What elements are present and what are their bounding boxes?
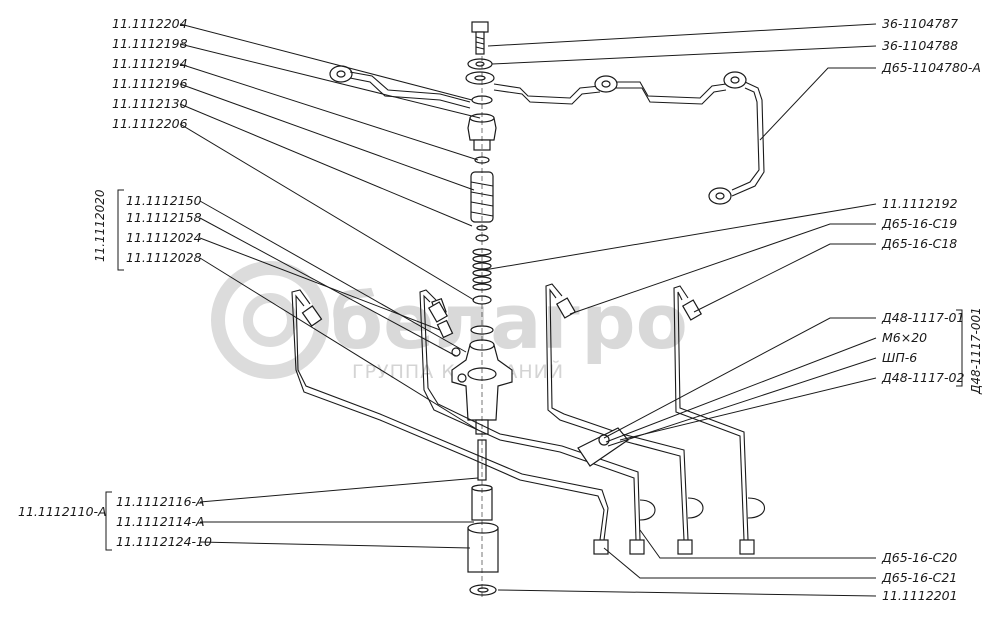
lower-fuel-pipes <box>291 283 766 555</box>
label-d48-1117-01: Д48-1117-01 <box>881 310 964 325</box>
label-11-1112024: 11.1112024 <box>126 230 202 245</box>
top-fuel-pipe <box>329 65 765 205</box>
label-11-1112201: 11.1112201 <box>882 588 958 603</box>
label-d65-16-c21: Д65-16-С21 <box>881 570 957 585</box>
group-bracket <box>117 189 124 271</box>
labels-right-mid: 11.1112192 Д65-16-С19 Д65-16-С18 <box>881 196 958 251</box>
pipe-nut <box>593 539 609 555</box>
tappet <box>467 527 499 573</box>
label-11-1112206: 11.1112206 <box>112 116 188 131</box>
bolt-head <box>471 21 489 33</box>
group-name: 11.1112020 <box>93 189 107 262</box>
label-d48-1117-02: Д48-1117-02 <box>881 370 964 385</box>
label-11-1112130: 11.1112130 <box>112 96 188 111</box>
label-d65-16-c18: Д65-16-С18 <box>881 236 957 251</box>
leader-lines <box>179 23 877 597</box>
group-1112110: 11.1112110-А 11.1112116-А 11.1112114-А 1… <box>18 491 212 551</box>
label-11-1112196: 11.1112196 <box>112 76 188 91</box>
label-11-1112150: 11.1112150 <box>126 193 202 208</box>
group-1112020: 11.1112020 11.1112150 11.1112158 11.1112… <box>93 189 202 271</box>
label-11-1112192: 11.1112192 <box>882 196 958 211</box>
labels-right-bottom: Д65-16-С20 Д65-16-С21 11.1112201 <box>881 550 958 603</box>
label-11-1112158: 11.1112158 <box>126 210 202 225</box>
group-bracket <box>956 309 963 387</box>
label-d65-16-c19: Д65-16-С19 <box>881 216 957 231</box>
pump-body <box>451 344 513 421</box>
watermark-brand: белагро <box>330 277 688 366</box>
injector-stack <box>451 21 513 600</box>
group-d48-1117-001: Д48-1117-001 Д48-1117-01 М6×20 ШП-6 Д48-… <box>881 307 983 395</box>
label-11-1112198: 11.1112198 <box>112 36 188 51</box>
label-shp-6: ШП-6 <box>882 350 917 365</box>
label-11-1112124-10: 11.1112124-10 <box>116 534 212 549</box>
label-11-1112116-a: 11.1112116-А <box>116 494 205 509</box>
label-m6x20: М6×20 <box>882 330 927 345</box>
group-bracket <box>105 491 112 551</box>
group-name: Д48-1117-001 <box>969 307 983 395</box>
label-36-1104787: 36-1104787 <box>882 16 958 31</box>
group-name: 11.1112110-А <box>18 504 107 519</box>
label-36-1104788: 36-1104788 <box>882 38 958 53</box>
label-d65-16-c20: Д65-16-С20 <box>881 550 957 565</box>
watermark: белагро ГРУППА КОМПАНИЙ <box>211 261 688 383</box>
watermark-logo-icon <box>211 261 329 379</box>
label-d65-1104780-a: Д65-1104780-А <box>881 60 981 75</box>
label-11-1112028: 11.1112028 <box>126 250 202 265</box>
label-11-1112194: 11.1112194 <box>112 56 188 71</box>
label-11-1112204: 11.1112204 <box>112 16 188 31</box>
labels-right-top: 36-1104787 36-1104788 Д65-1104780-А <box>881 16 981 75</box>
labels-left: 11.1112204 11.1112198 11.1112194 11.1112… <box>112 16 188 131</box>
label-11-1112114-a: 11.1112114-А <box>116 514 205 529</box>
